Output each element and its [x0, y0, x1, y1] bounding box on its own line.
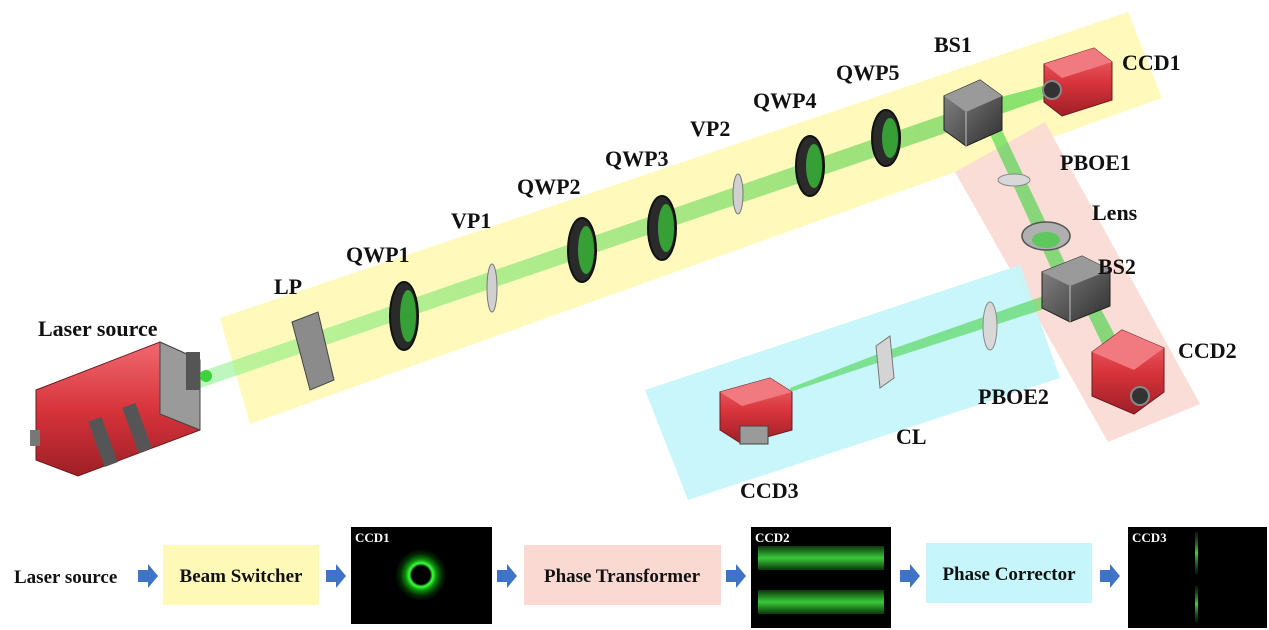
phase-corrector-zone [645, 265, 1060, 500]
ccd3-camera [719, 377, 793, 445]
lens-component [1021, 221, 1071, 251]
ccd3-line-bottom [1195, 586, 1198, 622]
flow-arrow-4 [726, 564, 746, 588]
lp-component [291, 311, 335, 391]
ccd3-thumb-label: CCD3 [1132, 530, 1167, 545]
ccd1-thumb-label: CCD1 [355, 530, 390, 545]
laser-source-device [30, 341, 212, 477]
ccd3-line-top [1195, 532, 1198, 574]
flow-arrow-1 [138, 564, 158, 588]
label-ccd3: CCD3 [740, 478, 799, 503]
label-vp2: VP2 [690, 116, 730, 141]
label-pboe2: PBOE2 [978, 384, 1049, 409]
flow-beam-switcher: Beam Switcher [180, 566, 304, 587]
flow-phase-corrector: Phase Corrector [942, 564, 1076, 585]
cl-component [875, 335, 895, 389]
flow-arrow-2 [326, 564, 346, 588]
beam-switcher-box [163, 545, 319, 605]
ccd1-donut-ring [395, 549, 447, 601]
label-bs1: BS1 [934, 32, 972, 57]
flow-phase-transformer: Phase Transformer [544, 566, 701, 587]
qwp5-aperture [882, 118, 898, 158]
vp2-component [732, 173, 744, 215]
qwp2-aperture [578, 226, 594, 274]
ccd2-band-bottom [758, 590, 884, 614]
flow-arrow-6 [1100, 564, 1120, 588]
label-lp: LP [274, 274, 302, 299]
label-qwp1: QWP1 [346, 242, 410, 267]
label-bs2: BS2 [1098, 254, 1136, 279]
ccd2-thumb-label: CCD2 [755, 530, 790, 545]
label-qwp2: QWP2 [517, 174, 581, 199]
flow-laser-source: Laser source [14, 567, 117, 588]
ccd2-band-top [758, 546, 884, 570]
pboe1-component [997, 173, 1031, 187]
qwp3-aperture [658, 204, 674, 252]
phase-transformer-box [524, 545, 721, 605]
bs2-component [1041, 255, 1111, 323]
label-laser-source: Laser source [38, 316, 158, 341]
label-vp1: VP1 [451, 208, 491, 233]
qwp4-aperture [806, 144, 822, 188]
vp1-component [486, 263, 498, 313]
ccd1-camera [1042, 47, 1113, 117]
pboe2-component [982, 301, 998, 351]
flow-row: Laser source Beam Switcher CCD1 Phase Tr… [14, 527, 1267, 628]
label-ccd1: CCD1 [1122, 50, 1181, 75]
ccd2-camera [1091, 329, 1165, 415]
label-qwp5: QWP5 [836, 60, 900, 85]
label-pboe1: PBOE1 [1060, 150, 1131, 175]
label-qwp4: QWP4 [753, 88, 817, 113]
label-lens: Lens [1092, 200, 1138, 225]
flow-arrow-3 [497, 564, 517, 588]
phase-corrector-box [926, 543, 1092, 603]
qwp1-aperture [400, 290, 416, 342]
label-cl: CL [896, 424, 927, 449]
down-beam [988, 126, 1075, 292]
label-ccd2: CCD2 [1178, 338, 1237, 363]
bs1-component [943, 79, 1003, 147]
label-qwp3: QWP3 [605, 146, 669, 171]
flow-arrow-5 [900, 564, 920, 588]
